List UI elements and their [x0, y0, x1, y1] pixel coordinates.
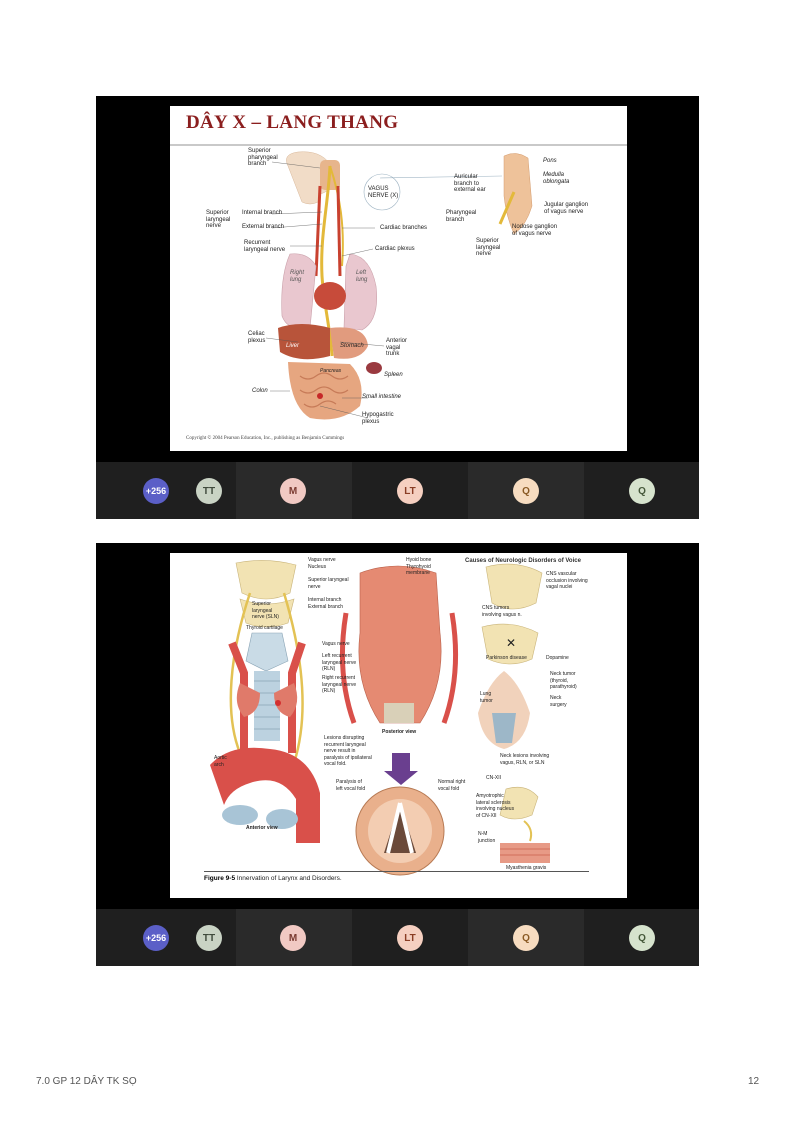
slide-larynx-innervation: ✕ Causes of Neurologic Disorders of Voic… — [170, 553, 627, 898]
larynx-innervation-illustration: ✕ — [210, 560, 550, 876]
label-myasthenia: Myasthenia gravis — [506, 865, 547, 871]
label-parkinson: Parkinson disease — [486, 655, 527, 661]
label-thyroid-cartilage: Thyroid cartilage — [246, 625, 283, 631]
label-hypogastric-plexus: Hypogastric plexus — [362, 412, 394, 425]
label-hyoid: Hyoid bone Thyrohyoid membrane — [406, 557, 432, 576]
label-als: Amyotrophic lateral sclerosis involving … — [476, 793, 515, 819]
vagus-anatomy-illustration — [265, 151, 533, 420]
participant-tile[interactable]: TT — [194, 909, 236, 966]
participant-avatar: Q — [629, 925, 655, 951]
label-cardiac-branches: Cardiac branches — [380, 225, 428, 231]
participant-avatar: M — [280, 925, 306, 951]
slide-title: DÂY X – LANG THANG — [186, 112, 399, 133]
label-aortic-arch: Aortic arch — [214, 755, 227, 768]
participant-bar: +256 TT M LT Q Q — [96, 462, 699, 519]
label-neck-lesions: Neck lesions involving vagus, RLN, or SL… — [500, 753, 550, 766]
footer-page-number: 12 — [748, 1076, 760, 1087]
participant-count-badge[interactable]: +256 — [143, 478, 169, 504]
participant-tile[interactable]: LT — [352, 909, 468, 966]
label-nodose-ganglion: Nodose ganglion of vagus nerve — [512, 224, 558, 237]
participant-tile[interactable]: Q — [468, 462, 584, 519]
footer-document-title: 7.0 GP 12 DÂY TK SỌ — [36, 1076, 137, 1087]
label-neck-surgery: Neck surgery — [550, 695, 567, 708]
label-colon: Colon — [252, 388, 268, 394]
title-divider — [170, 144, 627, 146]
label-celiac-plexus: Celiac plexus — [248, 331, 266, 344]
participant-tile[interactable]: M — [236, 462, 352, 519]
label-anterior-view: Anterior view — [246, 825, 278, 831]
label-cns-vascular: CNS vascular occlusion involving vagal n… — [546, 571, 588, 590]
label-small-intestine: Small intestine — [362, 394, 402, 400]
meeting-screenshot-2: ✕ Causes of Neurologic Disorders of Voic… — [96, 543, 699, 966]
label-pons: Pons — [543, 158, 557, 164]
label-stomach: Stomach — [340, 343, 364, 349]
caption-text: Innervation of Larynx and Disorders. — [236, 875, 342, 882]
participant-avatar: TT — [196, 925, 222, 951]
participant-avatar: M — [280, 478, 306, 504]
label-jugular-ganglion: Jugular ganglion of vagus nerve — [544, 202, 589, 215]
participant-tile[interactable]: Q — [584, 909, 699, 966]
participant-avatar: Q — [629, 478, 655, 504]
figure-caption: Figure 9-5 Innervation of Larynx and Dis… — [204, 875, 342, 882]
label-external-branch: External branch — [242, 224, 285, 230]
label-anterior-vagal-trunk: Anterior vagal trunk — [386, 338, 408, 357]
label-right-rln: Right recurrent laryngeal nerve (RLN) — [322, 675, 357, 694]
participant-avatar: LT — [397, 925, 423, 951]
label-vagus-nucleus: Vagus nerve Nucleus — [308, 557, 336, 570]
label-internal-external: Internal branch External branch — [308, 597, 344, 610]
label-superior-laryngeal: Superior laryngeal nerve — [308, 577, 349, 590]
participant-avatar: Q — [513, 478, 539, 504]
label-auricular-branch: Auricular branch to external ear — [454, 174, 486, 193]
caption-figure-number: Figure 9-5 — [204, 875, 236, 882]
label-spleen: Spleen — [384, 372, 403, 378]
label-vagus-nerve: VAGUS NERVE (X) — [368, 186, 399, 199]
participant-tile[interactable]: M — [236, 909, 352, 966]
participant-tile[interactable]: Q — [584, 462, 699, 519]
label-liver: Liver — [286, 343, 300, 349]
label-neck-tumor: Neck tumor (thyroid, parathyroid) — [550, 671, 577, 690]
participant-avatar: TT — [196, 478, 222, 504]
participant-count-tile[interactable]: +256 — [96, 462, 236, 519]
label-cn-xii: CN-XII — [486, 775, 501, 781]
participant-avatar: LT — [397, 478, 423, 504]
label-sln: Superior laryngeal nerve (SLN) — [252, 601, 279, 620]
label-cardiac-plexus: Cardiac plexus — [375, 246, 415, 252]
label-left-lung: Left lung — [356, 270, 368, 283]
label-normal-right: Normal right vocal fold — [438, 779, 466, 792]
participant-avatar: Q — [513, 925, 539, 951]
label-superior-laryngeal-inset: Superior laryngeal nerve — [476, 238, 501, 257]
label-right-lung: Right lung — [290, 270, 305, 283]
participant-count-tile[interactable]: +256 — [96, 909, 236, 966]
label-pharyngeal-branch: Pharyngeal branch — [446, 210, 477, 223]
label-recurrent-laryngeal: Recurrent laryngeal nerve — [244, 240, 286, 253]
label-cns-tumors: CNS tumors involving vagus n. — [482, 605, 522, 618]
slide-vagus-nerve: DÂY X – LANG THANG — [170, 106, 627, 451]
label-vagus-nerve: Vagus nerve — [322, 641, 350, 647]
label-paralysis-left: Paralysis of left vocal fold — [336, 779, 366, 792]
svg-text:✕: ✕ — [506, 636, 516, 650]
participant-tile[interactable]: Q — [468, 909, 584, 966]
label-nm-junction: N-M junction — [478, 831, 496, 844]
label-internal-branch: Internal branch — [242, 210, 283, 216]
label-superior-pharyngeal: Superior pharyngeal branch — [248, 148, 278, 167]
label-lung-tumor: Lung tumor — [480, 691, 493, 704]
meeting-screenshot-1: DÂY X – LANG THANG — [96, 96, 699, 519]
copyright: Copyright © 2004 Pearson Education, Inc.… — [186, 436, 345, 441]
label-superior-laryngeal: Superior laryngeal nerve — [206, 210, 231, 229]
label-dopamine: Dopamine — [546, 655, 569, 661]
slide-heading: Causes of Neurologic Disorders of Voice — [465, 558, 581, 564]
label-lesions: Lesions disrupting recurrent laryngeal n… — [324, 735, 372, 767]
label-pancreas: Pancreas — [320, 368, 342, 374]
caption-rule — [204, 871, 589, 872]
participant-tile[interactable]: TT — [194, 462, 236, 519]
participant-count-badge[interactable]: +256 — [143, 925, 169, 951]
participant-bar: +256 TT M LT Q Q — [96, 909, 699, 966]
label-posterior-view: Posterior view — [382, 729, 417, 735]
participant-tile[interactable]: LT — [352, 462, 468, 519]
label-medulla: Medulla oblongata — [543, 172, 570, 185]
label-left-rln: Left recurrent laryngeal nerve (RLN) — [322, 653, 357, 672]
